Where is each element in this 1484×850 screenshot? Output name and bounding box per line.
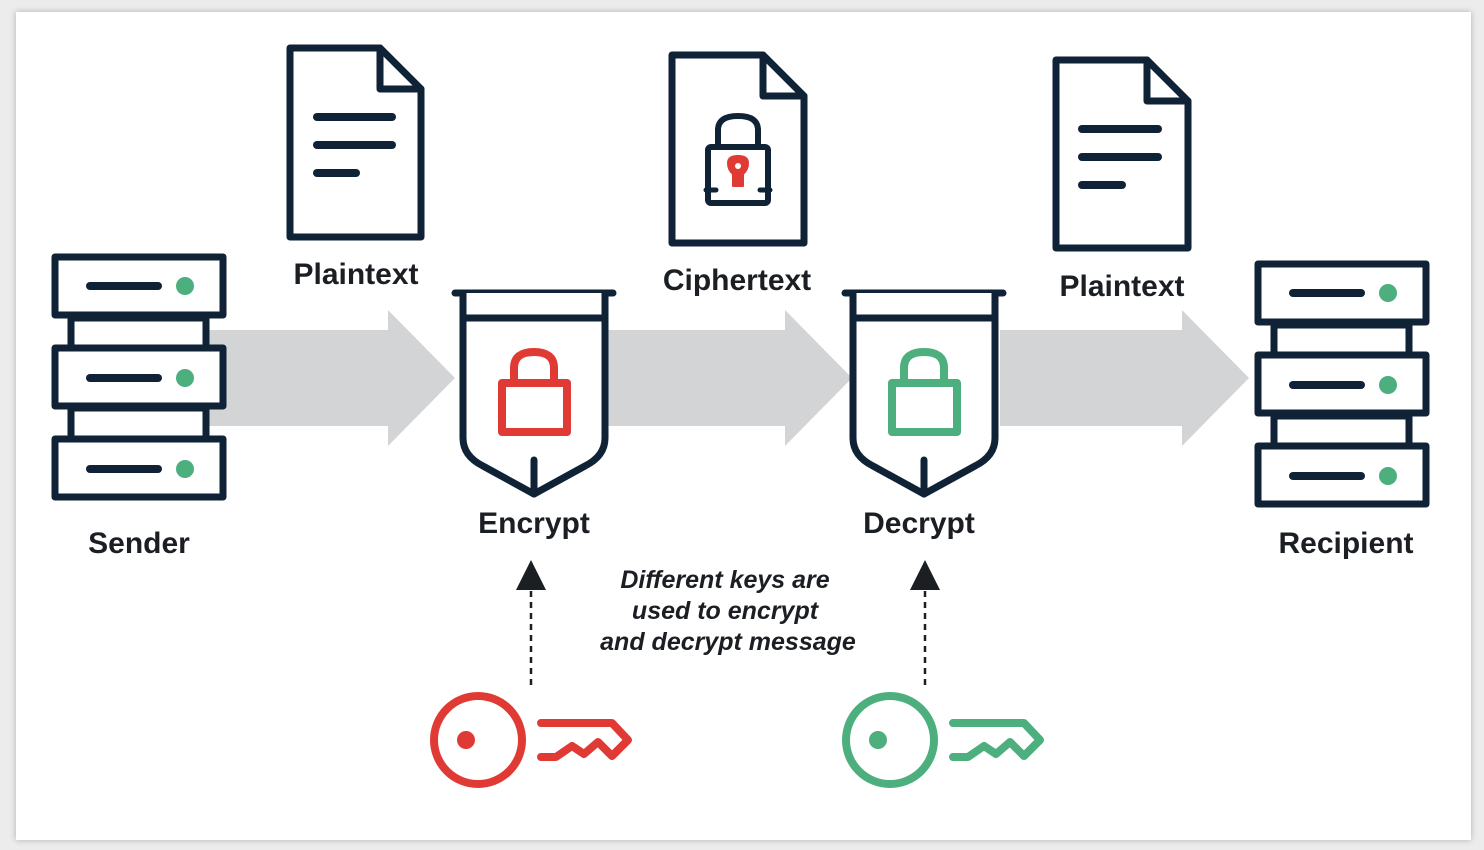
sender-label: Sender — [88, 527, 190, 560]
arrow-encrypt-to-decrypt — [605, 310, 852, 446]
plaintext-output-document-icon — [1052, 56, 1192, 252]
encrypt-shield-icon — [451, 289, 617, 498]
ciphertext-document-icon — [668, 51, 808, 247]
decryption-key-icon — [842, 692, 1044, 788]
note-line-1: Different keys are — [620, 566, 829, 594]
arrow-decrypt-to-recipient — [1000, 310, 1249, 446]
note-line-2: used to encrypt — [632, 597, 820, 625]
recipient-label: Recipient — [1278, 527, 1413, 560]
decrypt-label: Decrypt — [863, 507, 975, 540]
decrypt-shield-icon — [841, 289, 1007, 498]
encryption-key-icon — [430, 692, 632, 788]
arrow-sender-to-encrypt — [205, 310, 455, 446]
plaintext-label: Plaintext — [293, 258, 418, 291]
plaintext-output-label: Plaintext — [1059, 270, 1184, 303]
sender-server-icon — [51, 253, 227, 501]
note-line-3: and decrypt message — [600, 628, 856, 656]
flow-arrows — [205, 310, 1249, 446]
ciphertext-label: Ciphertext — [663, 264, 811, 297]
recipient-server-icon — [1254, 260, 1430, 508]
encrypt-label: Encrypt — [478, 507, 590, 540]
plaintext-document-icon — [286, 44, 425, 241]
